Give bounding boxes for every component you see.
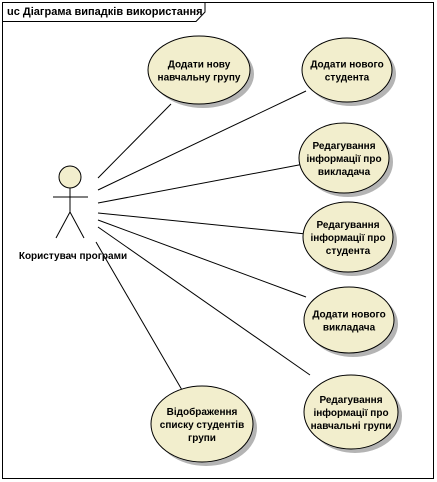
- use-case-label: викладача: [323, 323, 376, 334]
- use-case-add-student[interactable]: Додати нового студента: [301, 37, 396, 106]
- association-edit-group: [97, 226, 311, 376]
- association-add-student: [97, 90, 307, 191]
- diagram-frame: [2, 2, 434, 479]
- actor-left-leg: [55, 211, 71, 239]
- use-case-label: навчальну групу: [158, 73, 241, 84]
- frame-title: uc Діаграма випадків використання: [7, 6, 203, 18]
- use-case-ellipse: [301, 37, 393, 103]
- use-case-label: списку студентів: [160, 420, 244, 431]
- association-add-teacher: [97, 219, 307, 298]
- use-case-label: Редагування: [319, 395, 382, 406]
- use-case-ellipse: [303, 286, 395, 354]
- association-add-group: [97, 103, 172, 179]
- association-lines: [95, 90, 311, 391]
- use-case-ellipse: [147, 35, 251, 105]
- association-show-students: [95, 241, 183, 391]
- use-case-label: Додати нового: [310, 60, 383, 71]
- use-case-label: інформації про: [313, 407, 388, 419]
- use-case-label: Редагування: [316, 220, 379, 231]
- use-case-label: студента: [326, 246, 371, 257]
- association-edit-student: [97, 212, 307, 235]
- use-case-label: Додати нову: [168, 60, 231, 71]
- actor-user[interactable]: Користувач програми: [19, 165, 127, 262]
- use-case-label: навчальні групи: [311, 421, 392, 432]
- use-case-label: інформації про: [306, 153, 381, 165]
- use-case-ellipse: [150, 385, 254, 463]
- use-case-add-group[interactable]: Додати нову навчальну групу: [147, 35, 254, 108]
- use-case-label: Відображення: [167, 406, 238, 418]
- actor-name: Користувач програми: [19, 251, 127, 262]
- actor-head: [58, 165, 82, 189]
- use-case-label: інформації про: [310, 232, 385, 244]
- use-case-label: групи: [188, 433, 216, 444]
- use-case-label: студента: [325, 73, 370, 84]
- use-case-ellipse: [302, 201, 394, 273]
- actor-right-leg: [69, 211, 85, 239]
- use-case-ellipse: [298, 122, 390, 194]
- use-case-ellipse: [303, 374, 399, 450]
- frame-title-tab: [2, 2, 206, 22]
- use-case-label: Додати нового: [312, 310, 385, 321]
- use-case-label: викладача: [318, 167, 371, 178]
- use-case-add-teacher[interactable]: Додати нового викладача: [303, 286, 398, 357]
- use-case-label: Редагування: [312, 141, 375, 152]
- association-edit-teacher: [97, 163, 305, 204]
- use-case-show-students[interactable]: Відображення списку студентів групи: [150, 385, 257, 466]
